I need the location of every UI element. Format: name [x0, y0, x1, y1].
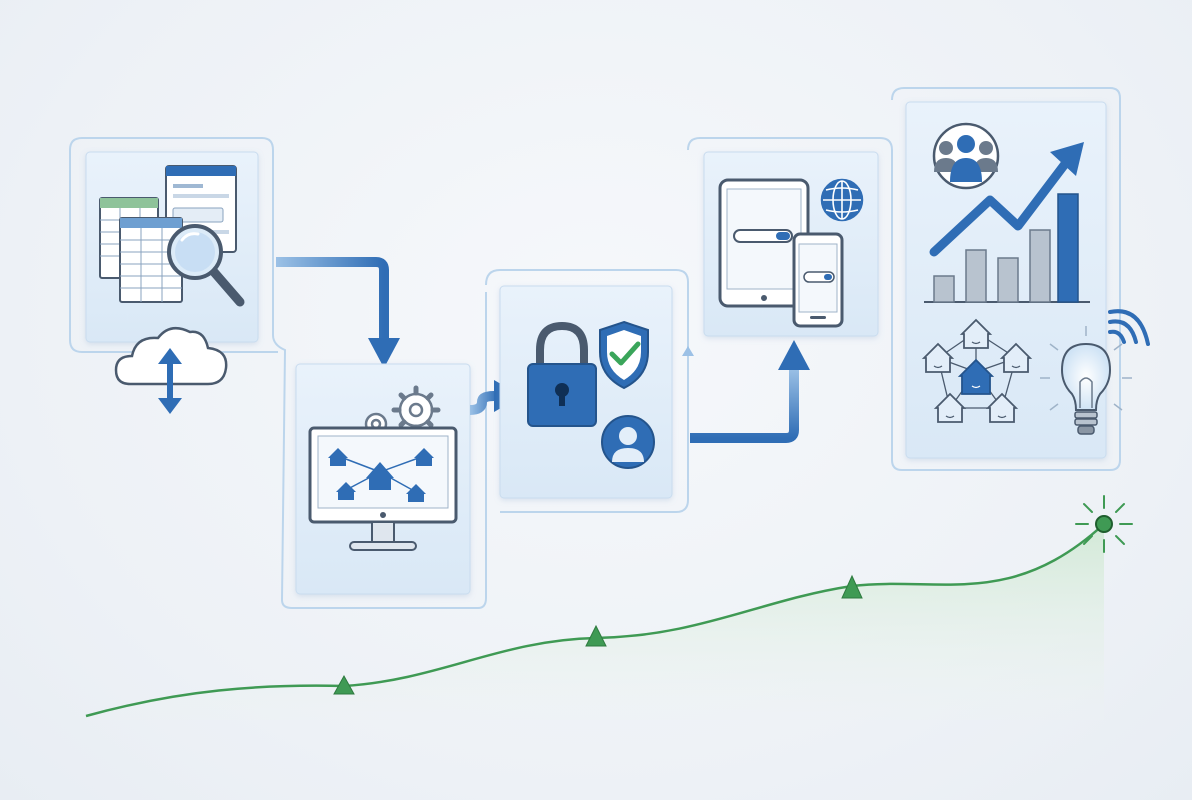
lightbulb-icon [1040, 326, 1132, 435]
search-bar-icon [733, 229, 793, 243]
milestone-markers [333, 574, 863, 695]
community-network-icon [921, 318, 1033, 423]
stage-access [703, 151, 879, 337]
phone-icon [792, 232, 844, 328]
wireless-icon [1108, 309, 1150, 346]
user-avatar-icon [601, 415, 655, 469]
team-icon [932, 122, 1000, 190]
stage-security [499, 285, 673, 499]
globe-icon [820, 178, 864, 222]
magnifier-icon [167, 224, 245, 307]
milestone-marker [841, 574, 863, 599]
padlock-icon [527, 321, 597, 427]
stage-processing [295, 363, 471, 595]
spreadsheet-icon [99, 197, 183, 303]
stage-outcomes [905, 101, 1150, 459]
goal-burst-icon [1075, 495, 1133, 553]
flow-arrow-1 [276, 257, 400, 368]
house-network-icon [328, 448, 434, 502]
flow-arrow-3 [682, 340, 810, 443]
growth-chart-icon [924, 142, 1090, 303]
growth-trend [85, 495, 1133, 720]
cloud-sync-icon [114, 326, 228, 414]
goal-point [1095, 515, 1113, 533]
shield-check-icon [599, 320, 649, 390]
frame-outlines [69, 87, 1121, 609]
growth-area [86, 524, 1104, 720]
milestone-marker [333, 674, 355, 695]
stage-data-collection [85, 151, 259, 414]
milestone-marker [585, 624, 607, 647]
